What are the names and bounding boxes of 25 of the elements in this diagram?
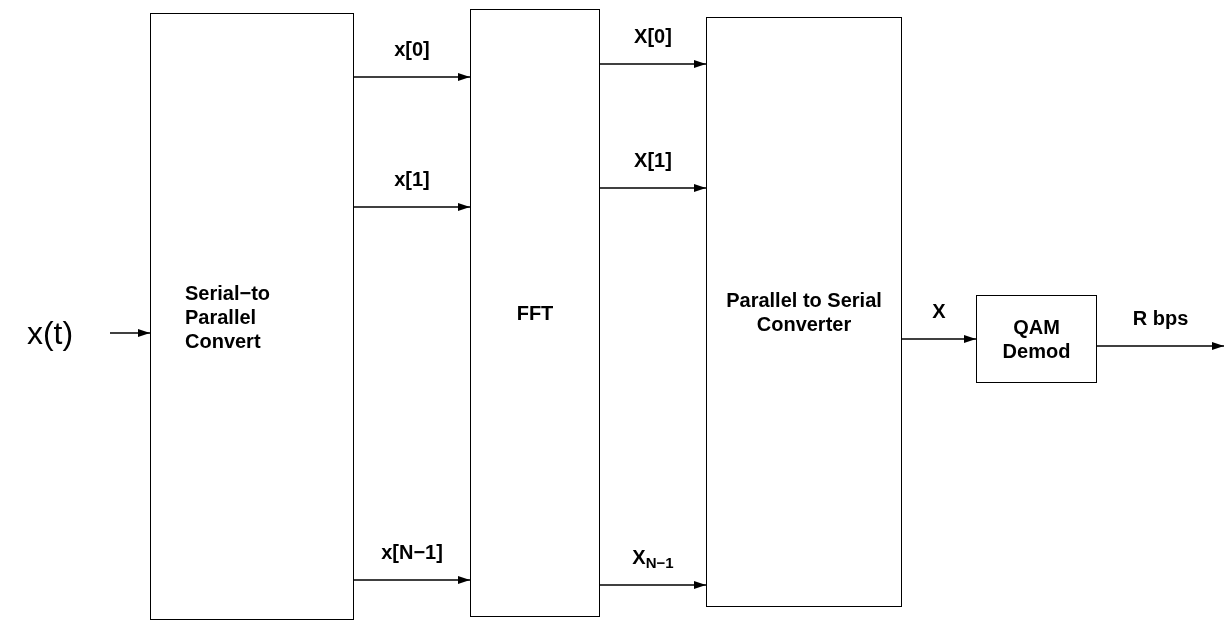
arrow [599,581,707,589]
block-label: FFT [515,301,555,325]
block-box [706,17,902,607]
edge-label: X$_{N−1}$ [630,547,676,567]
edge-label: X[1] [632,150,674,170]
arrow [353,203,471,211]
edge-label: x[N−1] [379,542,445,562]
block-box [150,13,354,620]
block-box [976,295,1097,383]
block-box [470,9,600,617]
edge-label: x[0] [392,39,432,59]
arrow [1096,342,1225,350]
arrow [599,60,707,68]
arrow [353,73,471,81]
edge-label: X[0] [632,26,674,46]
block-label: Parallel to Serial Converter [725,288,883,336]
arrow [901,335,977,343]
block-label: QAM Demod [1001,315,1072,363]
arrow [353,576,471,584]
arrow [599,184,707,192]
edge-label: X [930,301,948,321]
arrow [109,329,151,337]
block-label: Serial−to Parallel Convert [184,280,272,353]
signal-label: x(t) [10,308,90,358]
edge-label: x[1] [392,169,432,189]
